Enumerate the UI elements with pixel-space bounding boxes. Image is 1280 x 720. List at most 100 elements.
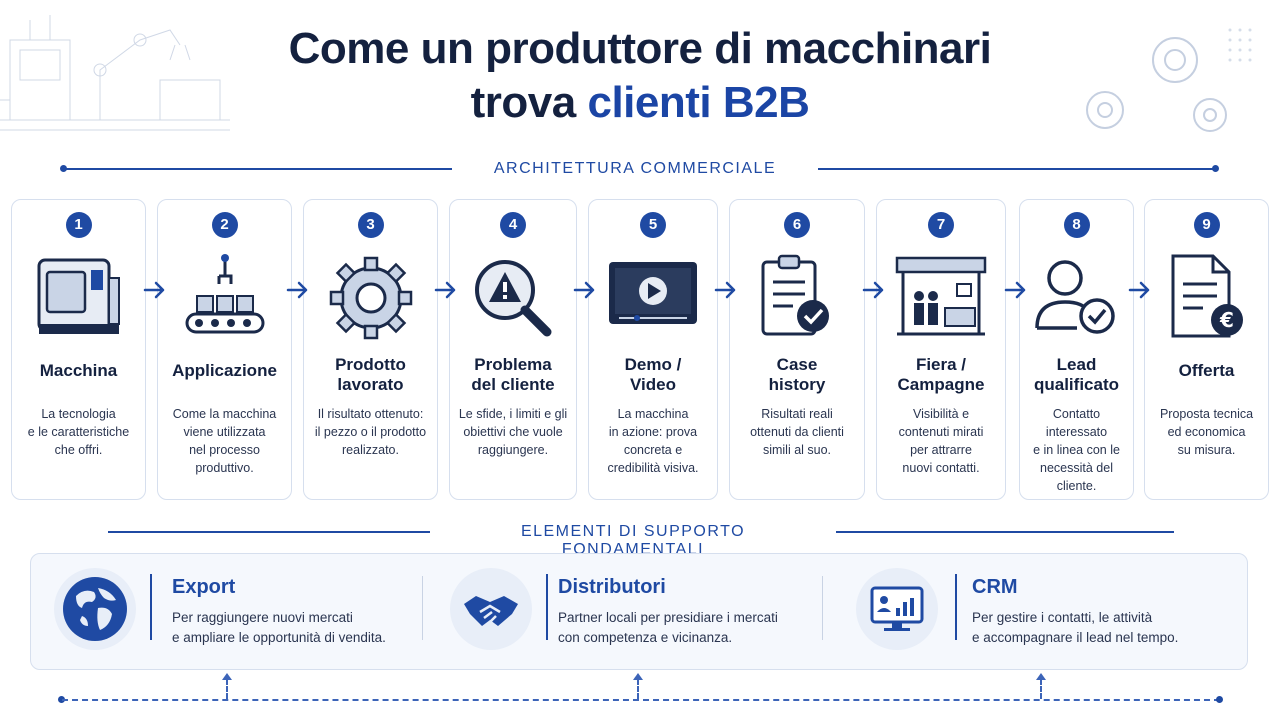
- support-desc-line: e ampliare le opportunità di vendita.: [172, 630, 386, 645]
- flow-arrow-icon: [1004, 281, 1026, 299]
- globe-icon: [54, 568, 136, 650]
- support-desc-crm: Per gestire i contatti, le attività e ac…: [972, 608, 1232, 648]
- step-title: Lead: [1056, 355, 1097, 374]
- step-title: Prodotto: [335, 355, 406, 374]
- support-title-crm: CRM: [972, 576, 1018, 598]
- support-desc-export: Per raggiungere nuovi mercati e ampliare…: [172, 608, 412, 648]
- step-description-line: Il risultato ottenuto:: [317, 407, 424, 421]
- support-desc-line: e accompagnare il lead nel tempo.: [972, 630, 1179, 645]
- step-description-line: e le caratteristiche: [27, 425, 130, 439]
- fair-booth-icon: [891, 248, 991, 348]
- flow-arrow-icon: [143, 281, 165, 299]
- step-description: La tecnologia e le caratteristiche che off…: [18, 405, 139, 459]
- handshake-icon: [450, 568, 532, 650]
- step-description-line: La tecnologia: [41, 407, 116, 421]
- step-description-line: La macchina: [617, 407, 689, 421]
- conveyor-robot-icon: [175, 248, 275, 348]
- step-description-line: e in linea con le: [1033, 443, 1120, 457]
- step-number-badge: 8: [1063, 212, 1090, 238]
- flow-arrow-icon: [1128, 281, 1150, 299]
- bottom-dashed-line: [62, 699, 1220, 701]
- support-connector: [637, 679, 639, 699]
- bottom-line-dot-left: [58, 696, 65, 703]
- step-description-line: contenuti mirati: [898, 425, 984, 439]
- section-divider-left: [64, 168, 452, 170]
- magnifier-warning-icon: [463, 248, 563, 348]
- step-description-line: realizzato.: [342, 443, 399, 457]
- section-label-architettura: ARCHITETTURA COMMERCIALE: [460, 160, 810, 178]
- step-description: Come la macchina viene utilizzata nel proc…: [164, 405, 285, 477]
- title-line-1: Come un produttore di macchinari: [288, 24, 992, 73]
- step-description-line: per attrarre: [910, 443, 972, 457]
- clipboard-check-icon: [747, 248, 847, 348]
- flow-arrow-icon: [573, 281, 595, 299]
- page-title: Come un produttore di macchinari trova c…: [0, 22, 1280, 130]
- section-line-dot-left: [60, 165, 67, 172]
- cnc-machine-icon: [29, 248, 129, 348]
- offer-document-euro-icon: €: [1157, 248, 1257, 348]
- step-description-line: necessità del cliente.: [1040, 461, 1113, 493]
- support-desc-line: Partner locali per presidiare i mercati: [558, 610, 778, 625]
- title-line-2-prefix: trova: [470, 78, 588, 127]
- bottom-line-dot-right: [1216, 696, 1223, 703]
- section-line-dot-right: [1212, 165, 1219, 172]
- support-panel: [30, 553, 1248, 670]
- step-number-badge: 1: [65, 212, 92, 238]
- step-title-line-2: Video: [630, 375, 676, 394]
- step-description-line: che offri.: [54, 443, 103, 457]
- flow-arrow-icon: [434, 281, 456, 299]
- support-desc-line: con competenza e vicinanza.: [558, 630, 733, 645]
- svg-text:€: €: [1219, 308, 1234, 332]
- support-divider-left: [108, 531, 430, 533]
- step-number-badge: 3: [357, 212, 384, 238]
- support-separator: [422, 576, 423, 640]
- step-number-badge: 6: [784, 212, 810, 238]
- title-accent: clienti B2B: [587, 78, 810, 127]
- step-title: Case: [776, 355, 818, 374]
- flow-arrow-icon: [862, 281, 884, 299]
- title-line-2: trova clienti B2B: [0, 76, 1280, 130]
- step-title-line-2: lavorato: [337, 375, 404, 394]
- step-description-line: Le sfide, i limiti e gli: [458, 407, 568, 421]
- step-description-line: Proposta tecnica: [1159, 407, 1254, 421]
- step-description-line: concreta e: [623, 443, 683, 457]
- step-description-line: viene utilizzata: [183, 425, 266, 439]
- support-accent-bar-crm: [955, 574, 957, 640]
- support-accent-bar-distributori: [546, 574, 548, 640]
- step-description-line: simili al suo.: [762, 443, 832, 457]
- step-title: Applicazione: [172, 361, 277, 380]
- step-description-line: su misura.: [1177, 443, 1236, 457]
- step-description-line: nuovi contatti.: [902, 461, 980, 475]
- support-connector-arrow: [222, 673, 232, 680]
- step-number-badge: 5: [640, 212, 666, 238]
- step-title-line-2: Campagne: [897, 375, 985, 394]
- step-number-badge: 7: [928, 212, 954, 238]
- step-number-badge: 4: [500, 212, 526, 238]
- flow-arrow-icon: [286, 281, 308, 299]
- support-divider-right: [836, 531, 1174, 533]
- support-desc-line: Per gestire i contatti, le attività: [972, 610, 1153, 625]
- step-description-line: nel processo: [189, 443, 260, 457]
- support-title-distributori: Distributori: [558, 576, 666, 598]
- step-description-line: il pezzo o il prodotto: [314, 425, 427, 439]
- step-title: Offerta: [1178, 361, 1235, 380]
- support-desc-distributori: Partner locali per presidiare i mercati …: [558, 608, 818, 648]
- step-description-line: Come la macchina: [172, 407, 277, 421]
- step-title: Problema: [474, 355, 552, 374]
- step-description-line: Risultati reali: [761, 407, 833, 421]
- step-description-line: Visibilità e: [912, 407, 970, 421]
- step-description-line: ed economica: [1167, 425, 1246, 439]
- step-title-line-2: history: [768, 375, 826, 394]
- step-title: Fiera /: [915, 355, 967, 374]
